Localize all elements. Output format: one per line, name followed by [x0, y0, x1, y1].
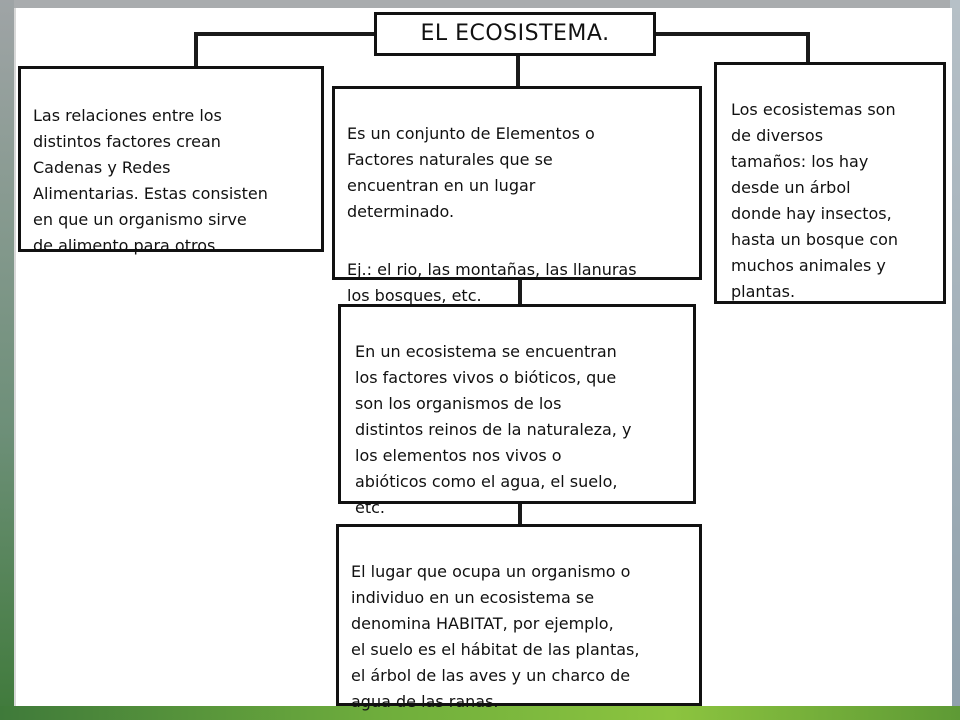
box-definition-example: Ej.: el rio, las montañas, las llanuras …	[347, 260, 637, 305]
box-sizes-text: Los ecosistemas son de diversos tamaños:…	[731, 100, 899, 301]
connector-center-top-middle	[518, 278, 522, 306]
connector-title-center	[516, 56, 520, 86]
connector-title-right-vertical	[806, 32, 810, 64]
connector-title-left-vertical	[194, 32, 198, 68]
bottom-green-strip	[0, 706, 960, 720]
diagram-title: EL ECOSISTEMA.	[374, 12, 656, 56]
box-biotic-abiotic: En un ecosistema se encuentran los facto…	[338, 304, 696, 517]
left-decor-strip	[0, 0, 14, 720]
right-decor-strip	[950, 0, 960, 720]
connector-title-left-horizontal	[194, 32, 376, 36]
box-food-chains: Las relaciones entre los distintos facto…	[18, 66, 324, 255]
box-definition-text: Es un conjunto de Elementos o Factores n…	[347, 124, 595, 221]
box-habitat: El lugar que ocupa un organismo o indivi…	[336, 524, 702, 711]
box-biotic-abiotic-text: En un ecosistema se encuentran los facto…	[355, 342, 632, 517]
box-habitat-text: El lugar que ocupa un organismo o indivi…	[351, 562, 640, 711]
box-definition: Es un conjunto de Elementos o Factores n…	[332, 86, 702, 305]
box-sizes: Los ecosistemas son de diversos tamaños:…	[714, 62, 946, 304]
box-food-chains-text: Las relaciones entre los distintos facto…	[33, 106, 268, 255]
connector-title-right-horizontal	[654, 32, 810, 36]
connector-center-middle-bottom	[518, 502, 522, 526]
